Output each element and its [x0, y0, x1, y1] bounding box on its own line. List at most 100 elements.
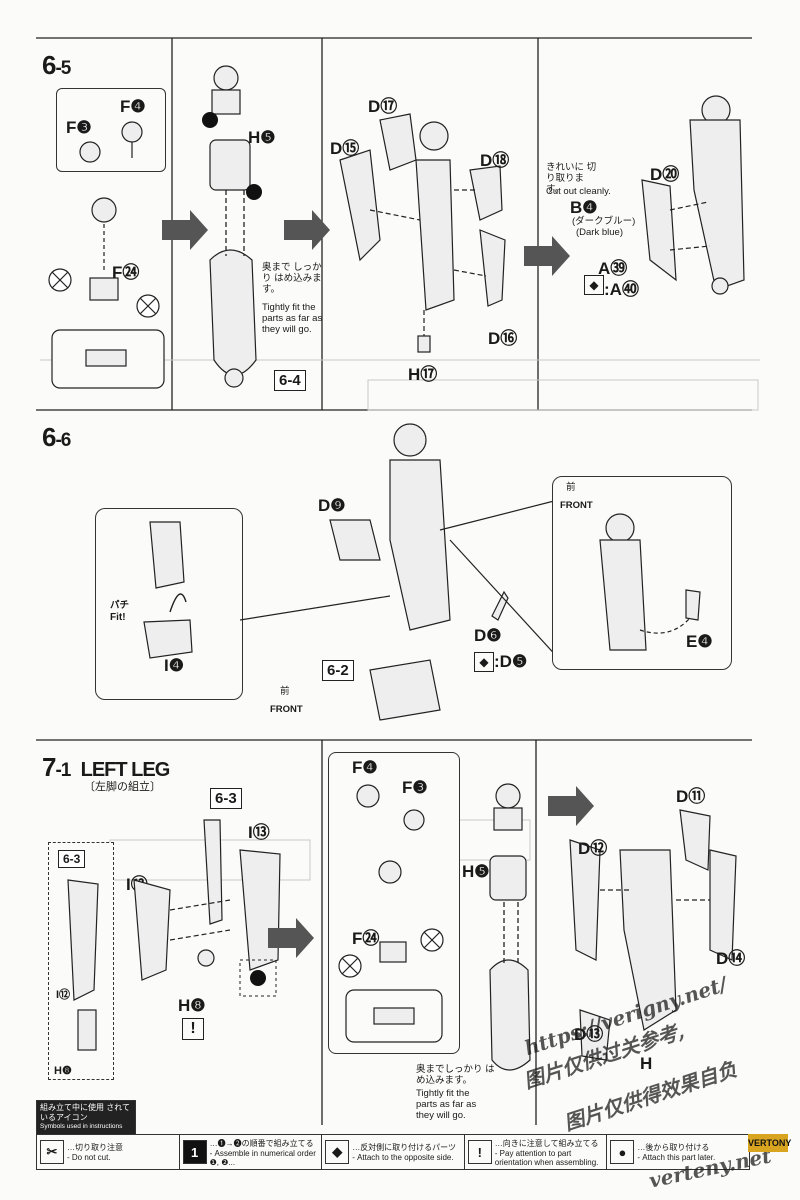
opposite-side-icon-2: ◆: [474, 652, 494, 672]
legend-item-en: - Pay attention to part orientation when…: [494, 1148, 599, 1167]
ref-6-4: 6-4: [274, 370, 306, 391]
legend-title-jp: 組み立て中に使用 されているアイコン: [40, 1103, 130, 1122]
label-d20: D⑳: [650, 165, 680, 184]
opposite-side-icon: ◆: [584, 275, 604, 295]
legend-item: ● …後から取り付ける- Attach this part later.: [607, 1135, 749, 1169]
legend-item-en: - Attach to the opposite side.: [352, 1153, 454, 1162]
label-d9: D❾: [318, 496, 346, 515]
vertony-tag: VERTONY: [748, 1134, 791, 1152]
label-f24-7: F㉔: [352, 929, 380, 948]
note-cut-en: Cut out cleanly.: [546, 186, 611, 197]
label-b4: B❹: [570, 198, 598, 217]
leg-assembly-6-5-c: [641, 95, 745, 295]
legend-item-jp: …後から取り付ける: [637, 1143, 710, 1152]
legend-item: ◆ …反対側に取り付けるパーツ- Attach to the opposite …: [322, 1135, 465, 1169]
label-h: H: [640, 1054, 653, 1073]
legend-item: ✂ …切り取り注意- Do not cut.: [37, 1135, 180, 1169]
parts-box-f: [56, 88, 166, 172]
legend-title-en: Symbols used in instructions: [40, 1123, 123, 1130]
label-d17: D⑰: [368, 97, 398, 116]
legend-item-en: - Assemble in numerical order ❶, ❷...: [209, 1148, 316, 1167]
label-i4: I❹: [164, 656, 184, 675]
note-cut-jp: きれいに 切り取ります。: [546, 162, 597, 195]
part-f-sketch: [79, 121, 143, 163]
leg-assembly-7-1-a: [133, 819, 281, 997]
label-h5: H❺: [248, 128, 276, 147]
note-dark-blue-en: (Dark blue): [576, 227, 623, 238]
opposite-side-icon: ◆: [325, 1140, 350, 1164]
step-6-5-heading: 6-5: [42, 50, 71, 80]
label-d5: :D❺: [494, 652, 528, 671]
leg-assembly-6-6: [240, 423, 560, 721]
legend-item: 1 …❶→❷の順番で組み立てる- Assemble in numerical o…: [180, 1135, 323, 1169]
label-d15: D⑮: [330, 139, 360, 158]
arrow-right-4: [268, 918, 314, 958]
step-7-1-title: LEFT LEG: [80, 759, 171, 781]
step-7-1-heading: 7-1 LEFT LEG: [42, 752, 171, 782]
step-7-1-title-jp: 〔左脚の組立〕: [84, 781, 161, 793]
label-h8-small: H❽: [54, 1065, 72, 1077]
legend-title: 組み立て中に使用 されているアイコン Symbols used in instr…: [36, 1100, 136, 1134]
label-d6: D❻: [474, 626, 502, 645]
front-label-en: FRONT: [270, 704, 303, 715]
label-a40: :A㊵: [604, 280, 639, 299]
label-h5-7: H❺: [462, 862, 490, 881]
legend-item: ! …向きに注意して組み立てる- Pay attention to part o…: [465, 1135, 608, 1169]
detail-e4-sketch: [599, 513, 701, 651]
label-f4-7: F❹: [352, 758, 378, 777]
note-fit-jp-7: 奥までしっかり はめ込みます。: [416, 1064, 495, 1086]
part-f-sketch-7: [338, 784, 444, 1043]
legend-item-jp: …向きに注意して組み立てる: [494, 1138, 599, 1148]
legend-item-jp: …切り取り注意: [67, 1143, 123, 1152]
label-h17: H⑰: [408, 365, 438, 384]
legend-item-en: - Attach this part later.: [637, 1153, 716, 1162]
label-d14: D⑭: [716, 949, 746, 968]
number-order-icon: 1: [182, 1140, 207, 1164]
label-d11: D⑪: [676, 787, 706, 806]
leg-assembly-7-1-c: [569, 809, 737, 1061]
legend: ✂ …切り取り注意- Do not cut. 1 …❶→❷の順番で組み立てる- …: [36, 1134, 750, 1170]
leg-assembly-6-5-b: [339, 113, 506, 353]
ref-6-3-small: 6-3: [58, 850, 86, 868]
step-6-6-heading: 6-6: [42, 422, 71, 452]
legend-item-jp: …反対側に取り付けるパーツ: [352, 1143, 457, 1152]
label-i13: I⑬: [248, 823, 270, 842]
label-i12-small: I⑫: [56, 989, 71, 1001]
leg-assembly-6-5-a: [202, 65, 262, 388]
label-d18: D⑱: [480, 151, 510, 170]
leg-assembly-7-1-b: [489, 783, 531, 1071]
arrow-right-2: [284, 210, 330, 250]
note-fit-jp: 奥まで しっかり はめ込みます。: [262, 262, 322, 295]
note-dark-blue-jp: (ダークブルー): [572, 216, 636, 227]
note-fit-en-7: Tightly fit the parts as far as they wil…: [416, 1088, 477, 1121]
label-d13: D⑬: [574, 1025, 604, 1044]
label-fit: Fit!: [110, 612, 126, 623]
ref-6-3: 6-3: [210, 788, 242, 809]
label-f3: F❸: [66, 118, 92, 137]
label-e4: E❹: [686, 632, 713, 651]
legend-item-jp: …❶→❷の順番で組み立てる: [209, 1138, 314, 1148]
ref-6-2: 6-2: [322, 660, 354, 681]
scissors-icon: ✂: [40, 1140, 64, 1164]
label-d16: D⑯: [488, 329, 518, 348]
label-f3-7: F❸: [402, 778, 428, 797]
label-h8: H❽: [178, 996, 206, 1015]
label-f24: F㉔: [112, 263, 140, 282]
arrow-right-5: [548, 786, 594, 826]
later-icon: ●: [610, 1140, 635, 1164]
label-d12: D⑫: [578, 839, 608, 858]
exclamation-icon: !: [467, 1140, 492, 1164]
exclamation-icon: !: [182, 1018, 204, 1040]
front-label-jp-2: 前: [566, 482, 576, 493]
legend-item-en: - Do not cut.: [67, 1153, 111, 1162]
arrow-right-1: [162, 210, 208, 250]
detail-6-3-sketch: [67, 879, 99, 1051]
label-a39: A㊴: [598, 259, 628, 278]
part-f24-assembly: [48, 197, 165, 389]
front-label-en-2: FRONT: [560, 500, 593, 511]
front-label-jp: 前: [280, 686, 290, 697]
label-f4: F❹: [120, 97, 146, 116]
detail-i4-sketch: [143, 521, 193, 659]
arrow-right-3: [524, 236, 570, 276]
note-fit-en: Tightly fit the parts as far as they wil…: [262, 302, 323, 335]
